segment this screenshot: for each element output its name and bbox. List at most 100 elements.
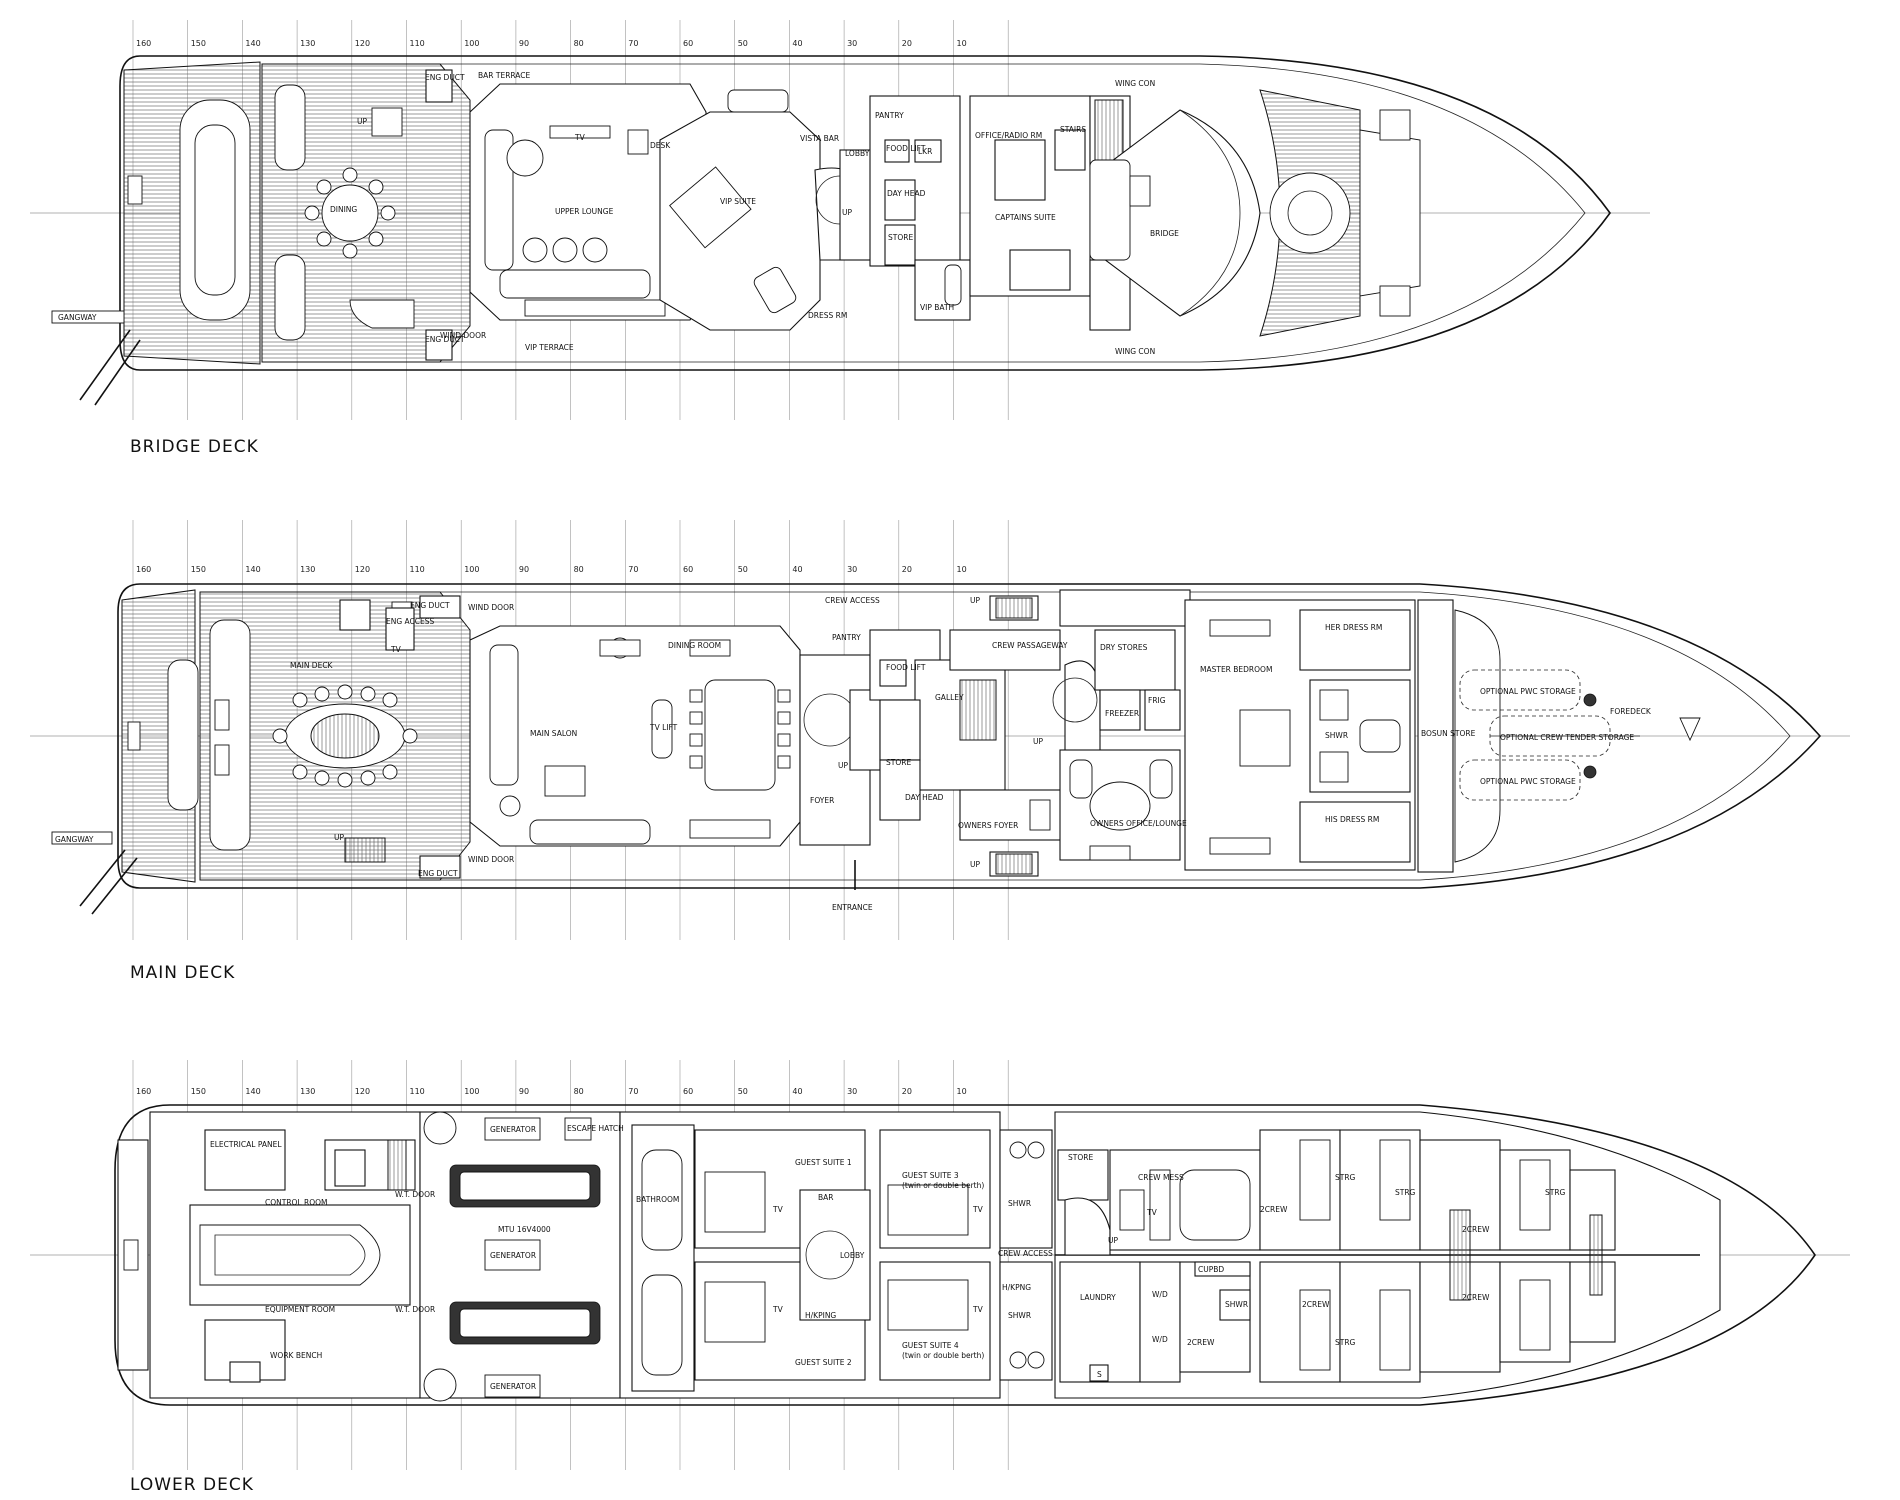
label-crew-access: CREW ACCESS bbox=[998, 1249, 1053, 1258]
label-main-deck: MAIN DECK bbox=[290, 661, 334, 670]
frame-number: 60 bbox=[683, 1087, 693, 1096]
label-work-bench: WORK BENCH bbox=[270, 1351, 322, 1360]
label-2crew: 2CREW bbox=[1462, 1225, 1490, 1234]
frame-number: 130 bbox=[300, 565, 315, 574]
frame-number: 140 bbox=[245, 1087, 260, 1096]
label-gangway: GANGWAY bbox=[58, 313, 97, 322]
label-up: UP bbox=[970, 860, 980, 869]
frame-number: 40 bbox=[792, 39, 802, 48]
bridge-deck-labels: GANGWAY ENG DUCT ENG DUCT BAR TERRACE UP… bbox=[58, 71, 1179, 356]
label-guest-suite-3: GUEST SUITE 3 bbox=[902, 1171, 959, 1180]
frame-number: 20 bbox=[902, 565, 912, 574]
frame-number: 100 bbox=[464, 39, 479, 48]
lower-deck-labels: ELECTRICAL PANEL CONTROL ROOM EQUIPMENT … bbox=[210, 1124, 1566, 1391]
frame-number: 30 bbox=[847, 565, 857, 574]
lower-deck-title: LOWER DECK bbox=[130, 1475, 254, 1495]
label-bosun-store: BOSUN STORE bbox=[1421, 729, 1476, 738]
label-hkping: H/KPING bbox=[805, 1311, 836, 1320]
label-eng-duct: ENG DUCT bbox=[425, 73, 465, 82]
label-lobby: LOBBY bbox=[845, 149, 870, 158]
label-crew-mess: CREW MESS bbox=[1138, 1173, 1184, 1182]
label-up: UP bbox=[334, 833, 344, 842]
label-captains-suite: CAPTAINS SUITE bbox=[995, 213, 1056, 222]
label-optional-pwc-storage: OPTIONAL PWC STORAGE bbox=[1480, 687, 1576, 696]
label-2crew: 2CREW bbox=[1187, 1338, 1215, 1347]
frame-number: 160 bbox=[136, 1087, 151, 1096]
label-equipment-room: EQUIPMENT ROOM bbox=[265, 1305, 335, 1314]
label-guest-suite-2: GUEST SUITE 2 bbox=[795, 1358, 852, 1367]
label-tv-lift: TV LIFT bbox=[649, 723, 678, 732]
label-eng-duct: ENG DUCT bbox=[418, 869, 458, 878]
lower-deck-plan bbox=[30, 1104, 1850, 1406]
frame-number: 40 bbox=[792, 1087, 802, 1096]
aft-stair bbox=[371, 107, 403, 137]
label-shwr: SHWR bbox=[1008, 1311, 1031, 1320]
main-hull-outline bbox=[117, 583, 1822, 889]
label-s: S bbox=[1097, 1370, 1102, 1379]
label-wt-door: W.T. DOOR bbox=[395, 1305, 435, 1314]
label-eng-duct: ENG DUCT bbox=[425, 335, 465, 344]
label-tv: TV bbox=[1146, 1208, 1158, 1217]
label-owners-foyer: OWNERS FOYER bbox=[958, 821, 1018, 830]
label-foredeck: FOREDECK bbox=[1610, 707, 1652, 716]
frame-number: 150 bbox=[191, 1087, 206, 1096]
frame-number: 20 bbox=[902, 1087, 912, 1096]
label-bar: BAR bbox=[818, 1193, 834, 1202]
label-frig: FRIG bbox=[1148, 696, 1166, 705]
frame-number: 70 bbox=[628, 1087, 638, 1096]
frame-number: 30 bbox=[847, 39, 857, 48]
label-dining-room: DINING ROOM bbox=[668, 641, 721, 650]
label-wind-door: WIND DOOR bbox=[468, 855, 514, 864]
bow-sunpad bbox=[1269, 172, 1351, 254]
label-tv: TV bbox=[390, 645, 402, 654]
frame-number: 10 bbox=[957, 565, 967, 574]
label-mtu-engine: MTU 16V4000 bbox=[498, 1225, 551, 1234]
label-vip-suite: VIP SUITE bbox=[720, 197, 756, 206]
label-strg: STRG bbox=[1545, 1188, 1566, 1197]
frame-number: 140 bbox=[245, 39, 260, 48]
label-2crew: 2CREW bbox=[1302, 1300, 1330, 1309]
frame-number: 100 bbox=[464, 1087, 479, 1096]
frame-number: 80 bbox=[574, 39, 584, 48]
label-gangway: GANGWAY bbox=[55, 835, 94, 844]
dining-room-table bbox=[704, 679, 776, 791]
lower-hull-outline bbox=[114, 1104, 1816, 1406]
label-crew-passageway: CREW PASSAGEWAY bbox=[992, 641, 1068, 650]
label-2crew: 2CREW bbox=[1462, 1293, 1490, 1302]
frame-number: 150 bbox=[191, 565, 206, 574]
label-wind-door: WIND DOOR bbox=[440, 331, 486, 340]
label-shwr: SHWR bbox=[1225, 1300, 1248, 1309]
label-optional-crew-tender: OPTIONAL CREW TENDER STORAGE bbox=[1500, 733, 1634, 742]
label-his-dress-rm: HIS DRESS RM bbox=[1325, 815, 1379, 824]
main-deck-labels: GANGWAY MAIN DECK ENG DUCT ENG ACCESS EN… bbox=[55, 596, 1652, 912]
label-her-dress-rm: HER DRESS RM bbox=[1325, 623, 1382, 632]
label-upper-lounge: UPPER LOUNGE bbox=[555, 207, 614, 216]
label-day-head: DAY HEAD bbox=[905, 793, 944, 802]
label-guest-suite-1: GUEST SUITE 1 bbox=[795, 1158, 852, 1167]
label-up: UP bbox=[970, 596, 980, 605]
label-dress-rm: DRESS RM bbox=[808, 311, 847, 320]
bridge-deck-title: BRIDGE DECK bbox=[130, 437, 259, 457]
label-store: STORE bbox=[888, 233, 913, 242]
label-wd: W/D bbox=[1152, 1290, 1168, 1299]
frame-number: 110 bbox=[410, 565, 425, 574]
label-pantry: PANTRY bbox=[832, 633, 861, 642]
frame-number: 40 bbox=[792, 565, 802, 574]
label-vip-bath: VIP BATH bbox=[920, 303, 954, 312]
frame-number: 120 bbox=[355, 565, 370, 574]
label-food-lift: FOOD LIFT bbox=[886, 663, 926, 672]
label-vista-bar: VISTA BAR bbox=[800, 134, 839, 143]
frame-number: 50 bbox=[738, 565, 748, 574]
label-wing-con: WING CON bbox=[1115, 79, 1155, 88]
bridge-room bbox=[1099, 109, 1261, 317]
aft-spiral-stair bbox=[349, 299, 415, 329]
bridge-hull-outline bbox=[119, 55, 1611, 371]
label-crew-access: CREW ACCESS bbox=[825, 596, 880, 605]
label-tv: TV bbox=[772, 1205, 784, 1214]
label-up: UP bbox=[1108, 1236, 1118, 1245]
frame-number: 50 bbox=[738, 39, 748, 48]
label-tv: TV bbox=[972, 1305, 984, 1314]
frame-number: 20 bbox=[902, 39, 912, 48]
